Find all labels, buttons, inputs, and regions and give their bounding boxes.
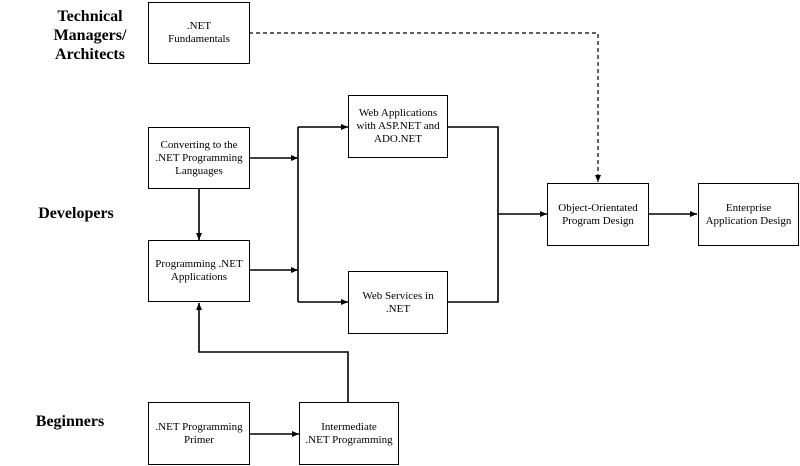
course-box-oo-design: Object-Orientated Program Design xyxy=(547,183,649,246)
connector-intermediate-to-programming xyxy=(196,303,349,402)
course-box-primer: .NET Programming Primer xyxy=(148,402,250,465)
connector-web-apps-merge xyxy=(448,126,499,303)
dashed-connector-fundamentals-to-oo xyxy=(249,32,601,182)
audience-label-developers: Developers xyxy=(38,205,114,222)
course-box-web-apps: Web Applications with ASP.NET and ADO.NE… xyxy=(348,95,448,158)
course-box-converting: Converting to the .NET Programming Langu… xyxy=(148,127,250,189)
course-box-net-fundamentals: .NET Fundamentals xyxy=(148,2,250,64)
course-box-intermediate: Intermediate .NET Programming xyxy=(299,402,399,465)
audience-label-technical: Technical Managers/ Architects xyxy=(53,8,127,63)
course-box-enterprise-design: Enterprise Application Design xyxy=(698,183,799,246)
course-box-web-services: Web Services in .NET xyxy=(348,271,448,334)
audience-label-beginners: Beginners xyxy=(35,413,105,430)
course-box-programming-net-apps: Programming .NET Applications xyxy=(148,240,250,302)
